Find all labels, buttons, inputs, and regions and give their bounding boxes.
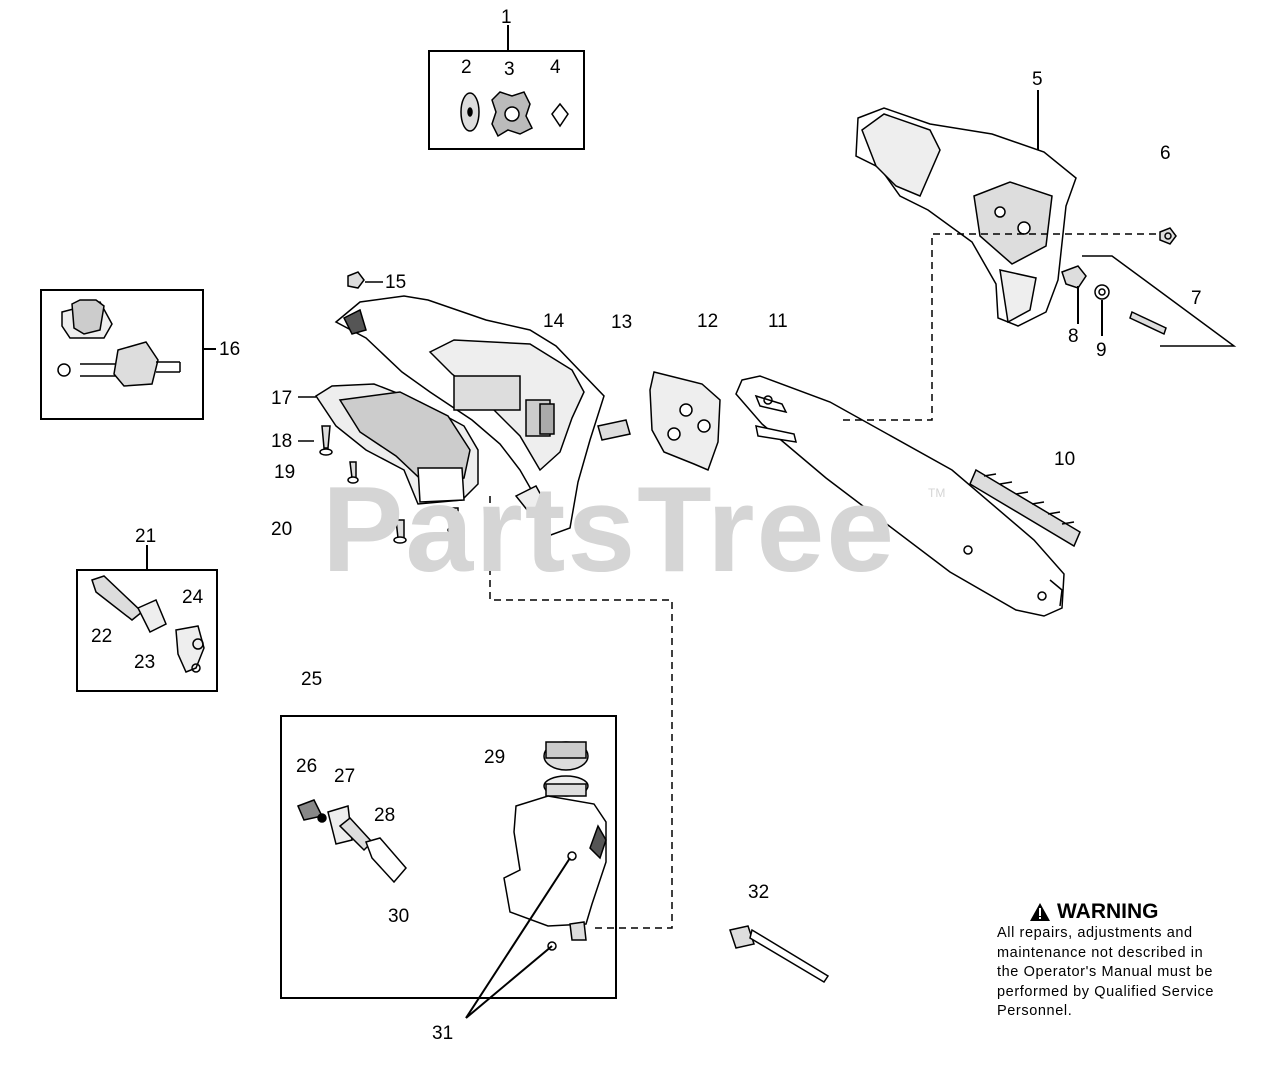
housing-part [334, 295, 631, 537]
nut-15 [347, 271, 383, 289]
callout-14: 14 [543, 311, 565, 332]
callout-25: 25 [301, 669, 323, 690]
oil-pickup-part [297, 799, 407, 884]
callout-32: 32 [748, 882, 770, 903]
oil-tank-part [503, 741, 607, 951]
tensioner-7-9 [1061, 265, 1167, 336]
callout-30: 30 [388, 906, 410, 927]
callout-9: 9 [1096, 340, 1107, 361]
warning-line: maintenance not described in [997, 944, 1204, 961]
callout-7: 7 [1191, 288, 1202, 309]
callout-28: 28 [374, 805, 396, 826]
callout-13: 13 [611, 312, 633, 333]
callout-12: 12 [697, 311, 719, 332]
callout-22: 22 [91, 626, 113, 647]
callout-11: 11 [768, 311, 788, 332]
washer-part [460, 92, 480, 132]
callout-20: 20 [271, 519, 293, 540]
callout-27: 27 [334, 766, 356, 787]
warning-line: the Operator's Manual must be [997, 964, 1214, 980]
callout-1: 1 [501, 7, 512, 28]
warning-title: WARNING [1057, 900, 1159, 923]
clip-part [551, 102, 569, 128]
callout-4: 4 [550, 57, 561, 78]
bar-plate-part [649, 371, 721, 472]
callout-19: 19 [274, 462, 296, 483]
kit-box-1 [428, 50, 585, 150]
callout-18: 18 [271, 431, 293, 452]
warning-triangle-icon [1030, 903, 1050, 921]
callout-6: 6 [1160, 143, 1171, 164]
callout-17: 17 [271, 388, 293, 409]
warning-line: performed by Qualified Service [997, 983, 1215, 1000]
sprocket-part [491, 91, 534, 138]
kit-box-25 [280, 715, 617, 999]
callout-31: 31 [432, 1023, 454, 1044]
kit-box-16 [40, 289, 204, 420]
callout-21: 21 [135, 526, 157, 547]
adjuster-part [91, 575, 205, 673]
assembly-lines [489, 233, 1156, 929]
trademark-mark: TM [928, 486, 946, 500]
screws-18-20 [298, 425, 461, 544]
callout-29: 29 [484, 747, 506, 768]
callout-26: 26 [296, 756, 318, 777]
callout-16: 16 [219, 339, 241, 360]
guide-bar-part [735, 375, 1065, 617]
callout-8: 8 [1068, 326, 1079, 347]
gear-part [57, 299, 181, 387]
nut-6 [1159, 227, 1177, 245]
wrench-part [729, 925, 830, 984]
callout-5: 5 [1032, 69, 1043, 90]
saw-chain-part [969, 468, 1081, 548]
clutch-cover-part [855, 107, 1077, 327]
gear-housing-part [298, 383, 479, 505]
callout-23: 23 [134, 652, 156, 673]
callout-24: 24 [182, 587, 204, 608]
warning-line: All repairs, adjustments and [997, 925, 1193, 941]
callout-10: 10 [1054, 449, 1076, 470]
callout-2: 2 [461, 57, 472, 78]
warning-notice: WARNING All repairs, adjustments and mai… [997, 900, 1267, 1022]
callout-3: 3 [504, 59, 515, 80]
callout-15: 15 [385, 272, 407, 293]
warning-line: Personnel. [997, 1003, 1073, 1019]
